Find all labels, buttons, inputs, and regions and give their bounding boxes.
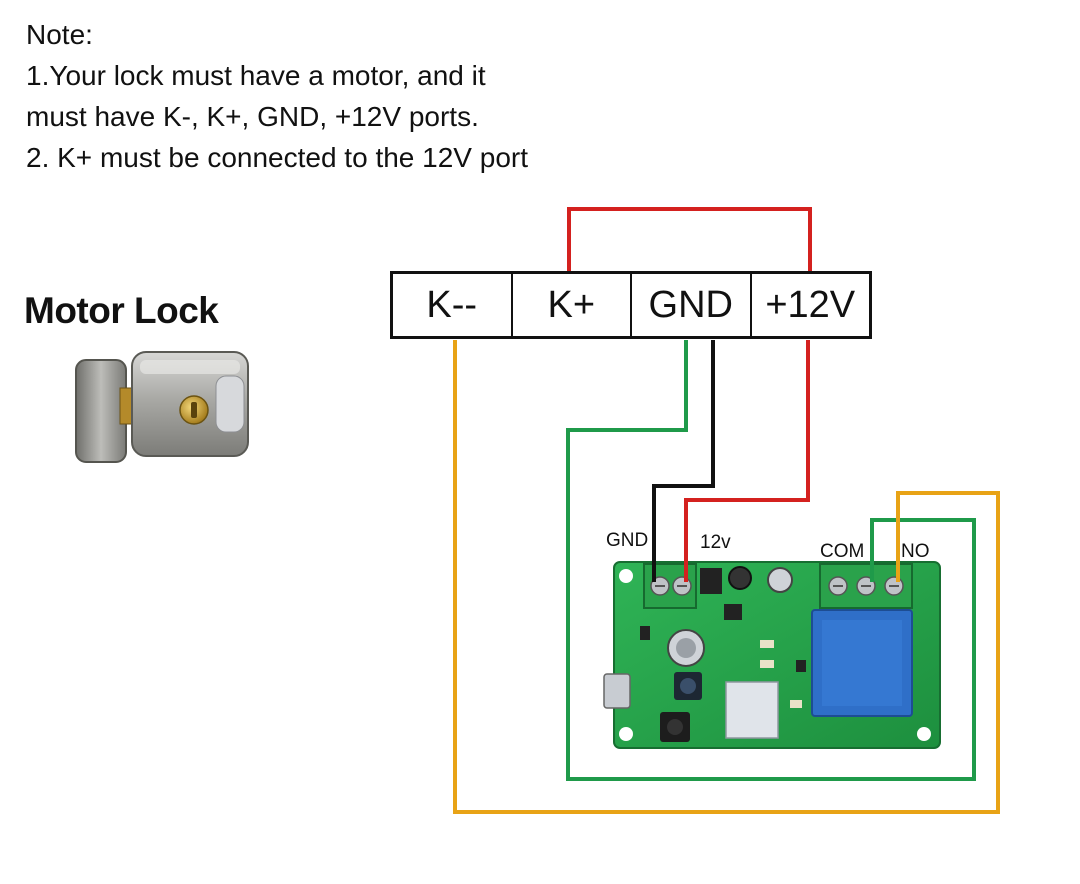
motor-lock-illustration — [75, 351, 249, 463]
motor-lock-title: Motor Lock — [24, 290, 219, 331]
lock-terminal-strip: K-- K+ GND +12V — [390, 271, 872, 339]
terminal-gnd: GND — [632, 274, 752, 336]
note-heading: Note: — [26, 19, 93, 50]
terminal-k-minus: K-- — [393, 274, 513, 336]
board-gnd-label: GND — [606, 530, 649, 551]
terminal-k-plus: K+ — [513, 274, 632, 336]
board-com-label: COM — [820, 541, 865, 562]
wire-red-12v-board — [684, 340, 810, 582]
note-line-3: 2. K+ must be connected to the 12V port — [26, 142, 528, 173]
board-12v-label: 12v — [700, 532, 731, 553]
note-line-2: must have K-, K+, GND, +12V ports. — [26, 101, 479, 132]
relay-board — [603, 561, 941, 749]
terminal-plus-12v: +12V — [765, 283, 856, 326]
board-no-label: NO — [901, 541, 930, 562]
wire-red-kplus-12v — [567, 207, 812, 272]
wire-orange-kminus-com — [453, 340, 1000, 814]
note-block: Note: 1.Your lock must have a motor, and… — [26, 14, 528, 178]
wire-green-gnd-relay — [566, 340, 976, 781]
note-line-1: 1.Your lock must have a motor, and it — [26, 60, 486, 91]
wire-black-gnd-board — [652, 340, 715, 582]
